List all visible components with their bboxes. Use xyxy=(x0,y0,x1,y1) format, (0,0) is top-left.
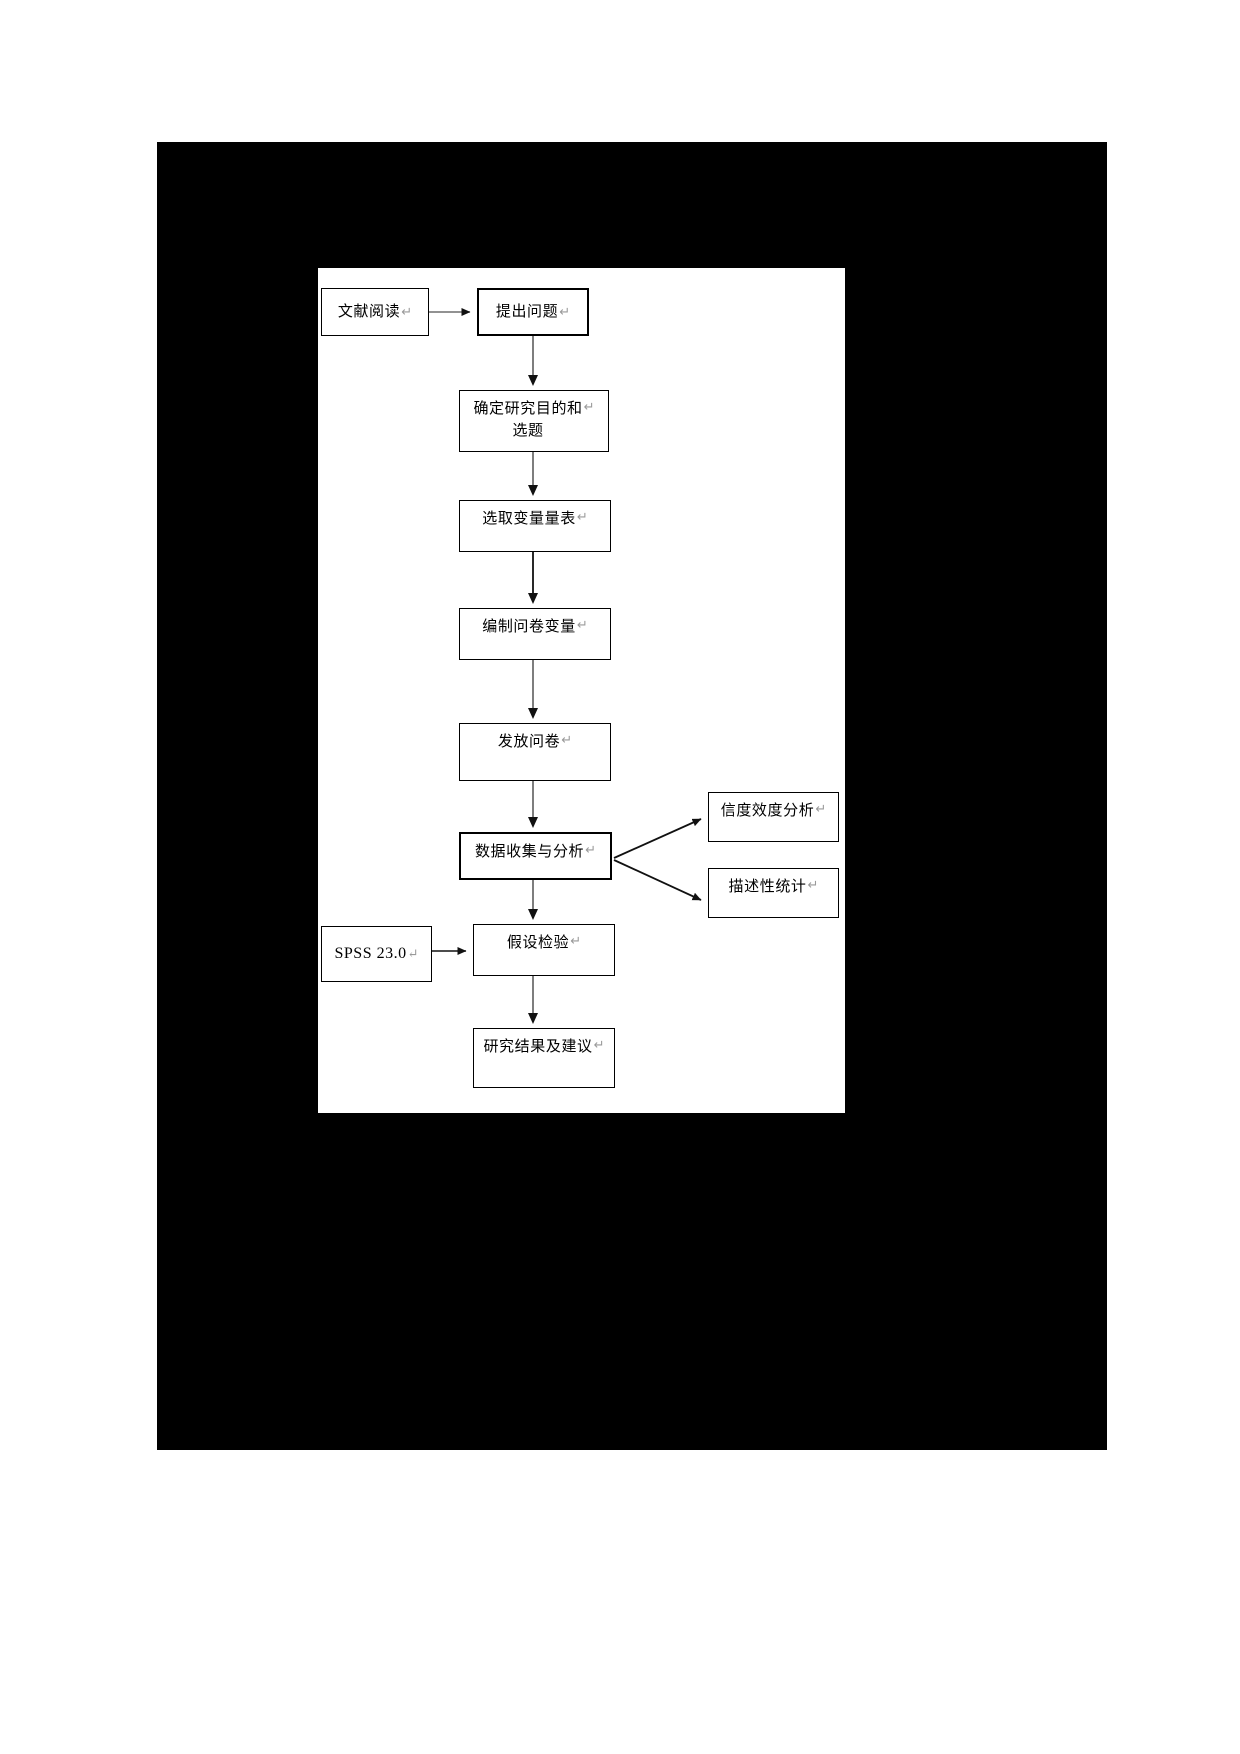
flowchart-canvas: 文献阅读↵ 提出问题↵ 确定研究目的和 选题↵ 选取变量量表↵ 编制问卷变量↵ … xyxy=(318,268,845,1113)
node-label: 描述性统计 xyxy=(728,878,807,895)
pilcrow-mark: ↵ xyxy=(583,399,595,414)
node-hypothesis-testing[interactable]: 假设检验↵ xyxy=(473,924,615,976)
node-label: 确定研究目的和 选题 xyxy=(473,400,583,439)
node-label: 信度效度分析 xyxy=(720,802,815,819)
pilcrow-mark: ↵ xyxy=(815,801,827,816)
node-label: SPSS 23.0 xyxy=(334,945,407,963)
node-reliability-validity-analysis[interactable]: 信度效度分析↵ xyxy=(708,792,839,842)
node-descriptive-statistics[interactable]: 描述性统计↵ xyxy=(708,868,839,918)
node-compile-questionnaire-variables[interactable]: 编制问卷变量↵ xyxy=(459,608,611,660)
node-distribute-questionnaire[interactable]: 发放问卷↵ xyxy=(459,723,611,781)
node-literature-review[interactable]: 文献阅读↵ xyxy=(321,288,429,336)
pilcrow-mark: ↵ xyxy=(561,732,573,747)
pilcrow-mark: ↵ xyxy=(559,303,571,319)
node-label: 选取变量量表 xyxy=(482,510,576,527)
pilcrow-mark: ↵ xyxy=(407,945,419,961)
node-label: 文献阅读 xyxy=(337,303,401,321)
pilcrow-mark: ↵ xyxy=(576,617,588,632)
edge-collect-to-descriptive xyxy=(613,859,702,901)
node-label: 数据收集与分析 xyxy=(474,843,585,860)
pilcrow-mark: ↵ xyxy=(576,509,588,524)
node-label: 提出问题 xyxy=(495,303,559,321)
edge-collect-to-reliability xyxy=(613,818,702,859)
flowchart-connectors xyxy=(429,308,702,1024)
pilcrow-mark: ↵ xyxy=(585,842,597,857)
node-label: 发放问卷 xyxy=(497,733,561,750)
node-data-collection-analysis[interactable]: 数据收集与分析↵ xyxy=(459,832,612,880)
node-research-purpose-topic[interactable]: 确定研究目的和 选题↵ xyxy=(459,390,609,452)
node-raise-question[interactable]: 提出问题↵ xyxy=(477,288,589,336)
pilcrow-mark: ↵ xyxy=(570,933,582,948)
node-label: 假设检验 xyxy=(506,934,570,951)
node-label: 研究结果及建议 xyxy=(483,1038,593,1055)
node-label: 编制问卷变量 xyxy=(482,618,576,635)
node-spss-version[interactable]: SPSS 23.0↵ xyxy=(321,926,432,982)
node-research-results-suggestions[interactable]: 研究结果及建议↵ xyxy=(473,1028,615,1088)
pilcrow-mark: ↵ xyxy=(807,877,819,892)
node-select-variable-scale[interactable]: 选取变量量表↵ xyxy=(459,500,611,552)
pilcrow-mark: ↵ xyxy=(593,1037,605,1052)
pilcrow-mark: ↵ xyxy=(401,303,413,319)
